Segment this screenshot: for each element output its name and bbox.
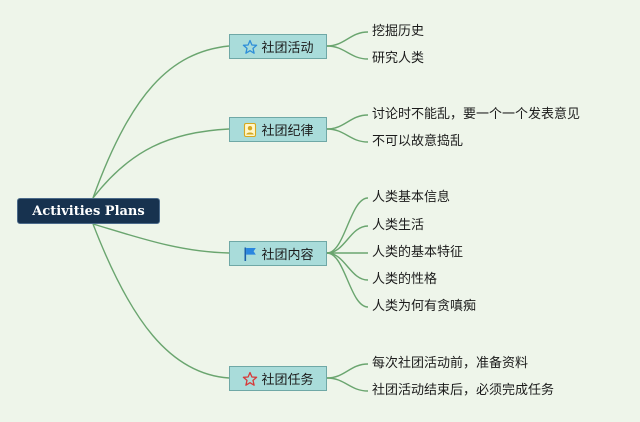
branch-node-discipline[interactable]: 社团纪律 xyxy=(229,117,327,142)
root-node[interactable]: Activities Plans xyxy=(17,198,160,224)
branch-node-tasks[interactable]: 社团任务 xyxy=(229,366,327,391)
leaf-item[interactable]: 人类为何有贪嗔痴 xyxy=(372,299,477,314)
link-branch-4-leaf-2 xyxy=(326,377,369,392)
link-branch-3-leaf-2 xyxy=(326,225,369,254)
leaf-item[interactable]: 人类的基本特征 xyxy=(372,245,464,260)
link-branch-4-leaf-1 xyxy=(326,363,369,379)
link-branch-3-leaf-5 xyxy=(326,252,369,308)
link-root-to-branch-2 xyxy=(92,128,230,199)
branch-label: 社团任务 xyxy=(261,373,314,388)
branch-label: 社团内容 xyxy=(261,248,314,263)
leaf-item[interactable]: 不可以故意捣乱 xyxy=(372,134,464,149)
link-branch-2-leaf-1 xyxy=(326,114,369,130)
leaf-item[interactable]: 人类生活 xyxy=(372,218,425,233)
link-root-to-branch-1 xyxy=(92,45,230,199)
yellow-person-badge-icon xyxy=(242,122,258,138)
link-root-to-branch-4 xyxy=(92,223,230,379)
leaf-item[interactable]: 挖掘历史 xyxy=(372,24,425,39)
leaf-item[interactable]: 讨论时不能乱，要一个一个发表意见 xyxy=(372,107,581,122)
link-branch-1-leaf-2 xyxy=(326,45,369,60)
link-branch-2-leaf-2 xyxy=(326,128,369,143)
link-branch-3-leaf-1 xyxy=(326,197,369,254)
leaf-item[interactable]: 每次社团活动前，准备资料 xyxy=(372,356,529,371)
leaf-item[interactable]: 社团活动结束后，必须完成任务 xyxy=(372,383,555,398)
branch-label: 社团活动 xyxy=(261,41,314,56)
branch-label: 社团纪律 xyxy=(261,124,314,139)
blue-flag-icon xyxy=(242,246,258,262)
blue-star-outline-icon xyxy=(242,39,258,55)
red-star-outline-icon xyxy=(242,371,258,387)
link-root-to-branch-3 xyxy=(92,223,230,254)
link-branch-1-leaf-1 xyxy=(326,31,369,47)
branch-node-activities[interactable]: 社团活动 xyxy=(229,34,327,59)
leaf-item[interactable]: 人类基本信息 xyxy=(372,190,451,205)
branch-node-content[interactable]: 社团内容 xyxy=(229,241,327,266)
leaf-item[interactable]: 人类的性格 xyxy=(372,272,438,287)
link-branch-3-leaf-4 xyxy=(326,252,369,281)
leaf-item[interactable]: 研究人类 xyxy=(372,51,425,66)
